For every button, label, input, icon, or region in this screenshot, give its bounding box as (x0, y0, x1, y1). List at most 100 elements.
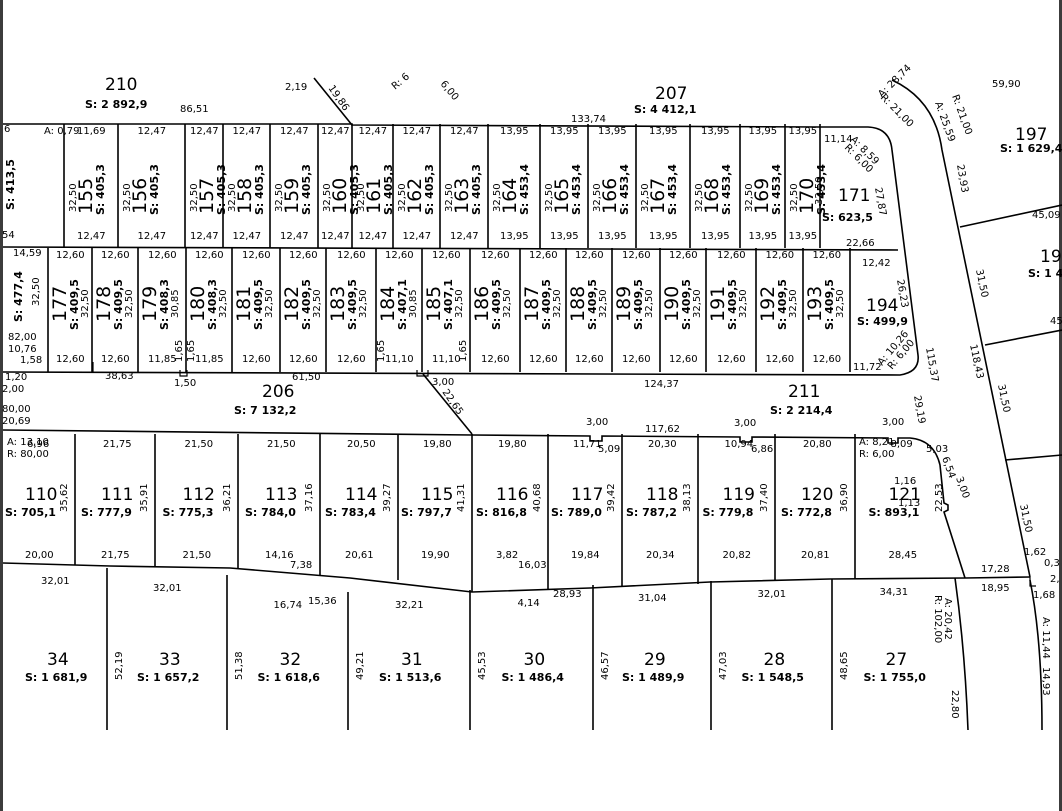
partial-lot-left-top[interactable]: S: 413,5 6 54 A: 0,79 (2, 124, 79, 241)
lot-top-dim: 4,14 (518, 598, 540, 609)
lot-bottom-dim: 12,47 (450, 231, 479, 242)
lot-area: S: 1 489,9 (622, 671, 684, 684)
lot-area: S: 453,4 (666, 164, 679, 215)
lot-top-dim: 12,60 (337, 250, 366, 261)
partial-lot-left-mid[interactable]: S: 477,4 14,59 32,50 82,00 10,76 1,58 (8, 248, 42, 366)
lot-number: 186 (471, 286, 493, 322)
lot-side-dim: 52,19 (114, 651, 125, 680)
lot-depth-dim: 32,50 (492, 183, 503, 212)
lot-top-dim: 20,80 (803, 439, 832, 450)
lot-number: 34 (47, 650, 69, 670)
lot-side-dim: 35,91 (139, 483, 150, 512)
lot-top-dim: 32,01 (41, 576, 70, 587)
lot-dim-s4: 3,00 (953, 475, 971, 500)
lot-area: S: 783,4 (325, 506, 376, 519)
lot-top-dim: 13,95 (649, 126, 678, 137)
block-210-area: S: 2 892,9 (85, 98, 147, 111)
dim: 22,65 (440, 387, 465, 417)
lot-bottom-dim: 12,60 (766, 354, 795, 365)
lot-side-dim: 49,21 (355, 651, 366, 680)
block-labels: 210 S: 2 892,9 207 S: 4 412,1 206 S: 7 1… (85, 75, 1062, 417)
lot-depth-dim: 32,50 (227, 183, 238, 212)
mid-row-lot-lines (47, 248, 851, 372)
lot-bottom-dim: 12,60 (717, 354, 746, 365)
lot-number: 184 (377, 286, 399, 322)
lot-side-dim: 22,53 (934, 483, 945, 512)
lot-bottom-dim: 12,47 (233, 231, 262, 242)
lot-side-dim: 45,53 (477, 651, 488, 680)
lot-right-dim: 22,80 (949, 690, 960, 719)
lot-bottom-dim: 11,85 (195, 354, 224, 365)
lot-top-dim: 12,60 (529, 250, 558, 261)
lot-number: 164 (499, 178, 521, 214)
lot-depth-dim: 32,50 (322, 183, 333, 212)
dim: 3,00 (734, 418, 756, 429)
lot-number: 190 (661, 286, 683, 322)
block-207-number: 207 (655, 84, 687, 104)
lot-arc-dim: A: 8,21 (859, 437, 894, 448)
dim: 2,19 (285, 82, 307, 93)
lot-top-dim: 16,74 (274, 600, 303, 611)
block-198-area: S: 1 4 (1028, 267, 1062, 280)
block-206-number: 206 (262, 382, 294, 402)
lot-top-dim: 12,47 (280, 126, 309, 137)
lot-34[interactable]: 34S: 1 681,932,01 (25, 576, 87, 684)
lot-side-dim: 39,42 (606, 483, 617, 512)
lot-area: S: 816,8 (476, 506, 527, 519)
lot-area: S: 784,0 (245, 506, 296, 519)
lot-bottom-dim: 20,61 (345, 550, 374, 561)
